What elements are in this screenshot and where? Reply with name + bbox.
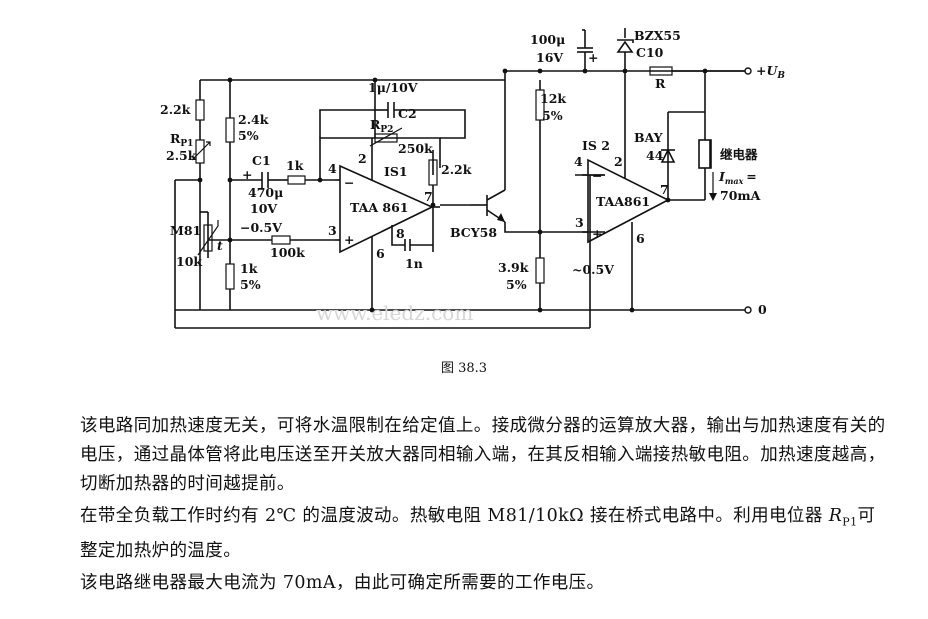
label-rp2-value: 250k [398,141,433,156]
label-relay: 继电器 [720,147,758,162]
label-is1: IS1 [384,164,408,179]
label-supply: +UB [756,63,785,81]
component-labels: 2.2k RP1 2.5k 2.4k 5% C1 + 470μ 10V 1k −… [160,28,785,325]
paragraph-1: 该电路同加热速度无关，可将水温限制在给定值上。接成微分器的运算放大器，输出与加热… [80,416,886,494]
label-m81-value: 10k [176,254,202,269]
resistors [195,66,673,290]
figure-caption: 图 38.3 [440,361,488,376]
label-is1-pin7: 7 [424,189,433,204]
label-is1-minus: − [344,175,354,190]
supply-terminal [744,67,752,75]
imax-arrow [709,172,717,201]
paragraph-2-var: R [828,506,843,526]
label-is2-minus: − [592,168,602,183]
opamp-is1 [335,138,440,254]
label-is2-pin6: 6 [636,231,645,246]
watermark: www.eledz.com [316,301,473,325]
ground-terminal [744,306,752,314]
paragraph-3: 该电路继电器最大电流为 70mA，由此可确定所需要的工作电压。 [80,572,605,593]
label-is2-plus: + [592,226,602,241]
label-c1-value: 470μ [248,185,283,200]
rp1-potentiometer [191,139,211,164]
label-is1-plus: + [344,232,354,247]
label-r-1k-bias-tol: 5% [240,277,261,292]
label-is2-pin3: 3 [575,215,584,230]
label-rp1-value: 2.5k [166,148,197,163]
label-m81: M81 [170,223,201,238]
label-is1-pin2: 2 [358,151,367,166]
paragraph-2-before: 在带全负载工作时约有 2℃ 的温度波动。热敏电阻 M81/10kΩ 接在桥式电路… [80,506,829,526]
label-rp2: RP2 [370,117,393,135]
label-is2-pin7: 7 [660,182,669,197]
relay-coil [698,139,712,169]
capacitors [261,29,593,251]
label-r-3k9: 3.9k [498,260,529,275]
diode-bay44 [660,148,676,163]
label-c1-plus: + [242,167,252,182]
label-c2: C2 [398,106,417,121]
paragraph-2-after: 可整定加热炉的温度。 [80,506,876,561]
label-bay: BAY [634,130,664,145]
zener-bzx55 [616,28,634,58]
label-c-1n: 1n [405,256,423,271]
label-cap-top-voltage: 16V [536,50,563,65]
label-is1-pin6: 6 [376,246,385,261]
rp2-potentiometer [369,127,403,147]
label-r-2k2: 2.2k [160,102,191,117]
circuit-schematic: 2.2k RP1 2.5k 2.4k 5% C1 + 470μ 10V 1k −… [160,28,785,329]
paragraph-2-sub: P1 [842,515,858,529]
m81-thermistor [197,220,219,256]
transistor-bcy58 [483,189,506,223]
label-r-2k4-tol: 5% [238,128,259,143]
label-m81-t: t [217,238,223,253]
label-c1: C1 [252,153,271,168]
body-text: 该电路同加热速度无关，可将水温限制在给定值上。接成微分器的运算放大器，输出与加热… [80,412,890,601]
label-bay-value: 44 [646,148,664,163]
label-ground: 0 [758,302,767,317]
label-is1-type: TAA 861 [350,200,408,215]
label-r-3k9-tol: 5% [506,277,527,292]
label-r-12k-tol: 5% [542,108,563,123]
label-r: R [655,76,666,91]
label-imax-value: 70mA [720,188,761,203]
label-zener: BZX55 [634,28,681,43]
label-c1-voltage: 10V [250,201,277,216]
label-is1-pin4: 4 [328,161,337,176]
label-tilde-half-v: ~0.5V [572,262,614,277]
label-is2-pin2: 2 [614,154,623,169]
label-is2-type: TAA861 [596,194,650,209]
label-zener-value: C10 [636,45,664,60]
label-r-100k: 100k [270,245,305,260]
paragraph-2: 在带全负载工作时约有 2℃ 的温度波动。热敏电阻 M81/10kΩ 接在桥式电路… [80,502,890,566]
label-r-2k4: 2.4k [238,112,269,127]
label-imax: Imax= [718,169,757,186]
label-r-12k: 12k [540,91,566,106]
label-is2: IS 2 [582,138,610,153]
label-r-2k2-out: 2.2k [441,162,472,177]
label-c2-cap: 1μ/10V [368,80,418,95]
label-cap-top-value: 100μ [530,32,565,47]
label-is1-pin8: 8 [396,226,405,241]
label-transistor: BCY58 [450,225,497,240]
label-is1-pin3: 3 [328,223,337,238]
label-rp1: RP1 [170,131,193,149]
label-is2-pin4: 4 [574,154,583,169]
label-r-1k-in: 1k [286,158,304,173]
opamp-is2 [575,158,670,244]
label-neg-half-v: −0.5V [240,220,282,235]
label-r-1k-bias: 1k [240,261,258,276]
label-cap-top-plus: + [588,50,598,65]
